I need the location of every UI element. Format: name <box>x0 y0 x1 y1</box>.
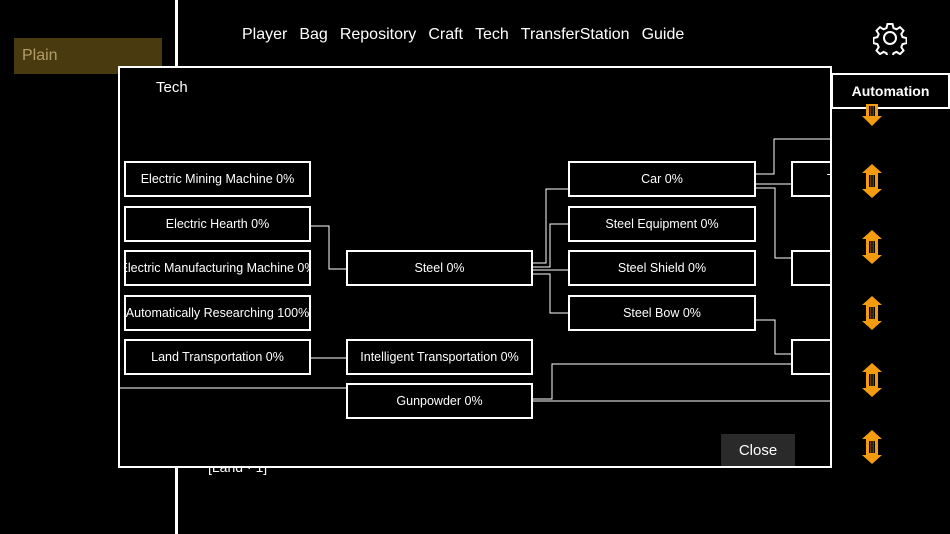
tech-node-car[interactable]: Car 0% <box>568 161 756 197</box>
automation-button[interactable]: Automation <box>831 73 950 109</box>
nav-guide[interactable]: Guide <box>641 26 685 43</box>
double-arrow-icon[interactable] <box>862 296 882 330</box>
nav-repository[interactable]: Repository <box>339 26 417 43</box>
tech-node-land-transportation[interactable]: Land Transportation 0% <box>124 339 311 375</box>
tech-node-automatically-researching[interactable]: Automatically Researching 100% <box>124 295 311 331</box>
tech-node-electric-hearth[interactable]: Electric Hearth 0% <box>124 206 311 242</box>
tech-node-partial-bottom[interactable] <box>791 339 830 375</box>
tech-node-partial-mid[interactable] <box>791 250 830 286</box>
double-arrow-icon[interactable] <box>862 363 882 397</box>
close-button[interactable]: Close <box>721 434 795 466</box>
modal-title: Tech <box>156 79 188 96</box>
tech-node-partial-top[interactable]: T <box>791 161 830 197</box>
tech-node-electric-mining-machine[interactable]: Electric Mining Machine 0% <box>124 161 311 197</box>
double-arrow-icon[interactable] <box>862 164 882 198</box>
nav-tech[interactable]: Tech <box>474 26 509 43</box>
double-arrow-icon[interactable] <box>862 430 882 464</box>
gear-icon[interactable] <box>872 21 908 59</box>
tech-node-steel[interactable]: Steel 0% <box>346 250 533 286</box>
tech-node-electric-manufacturing-machine[interactable]: Electric Manufacturing Machine 0% <box>124 250 311 286</box>
tech-node-steel-shield[interactable]: Steel Shield 0% <box>568 250 756 286</box>
nav-craft[interactable]: Craft <box>428 26 463 43</box>
tech-node-steel-bow[interactable]: Steel Bow 0% <box>568 295 756 331</box>
tech-node-intelligent-transportation[interactable]: Intelligent Transportation 0% <box>346 339 533 375</box>
tech-modal: Tech Electric Mining Machine 0% Electric… <box>118 66 832 468</box>
nav-bag[interactable]: Bag <box>299 26 328 43</box>
top-nav: Player Bag Repository Craft Tech Transfe… <box>236 26 690 48</box>
nav-player[interactable]: Player <box>242 26 288 43</box>
tech-node-gunpowder[interactable]: Gunpowder 0% <box>346 383 533 419</box>
double-arrow-icon[interactable] <box>862 230 882 264</box>
tech-connection-lines <box>120 138 830 402</box>
double-arrow-icon[interactable] <box>862 98 882 128</box>
tech-node-steel-equipment[interactable]: Steel Equipment 0% <box>568 206 756 242</box>
nav-transferstation[interactable]: TransferStation <box>520 26 630 43</box>
